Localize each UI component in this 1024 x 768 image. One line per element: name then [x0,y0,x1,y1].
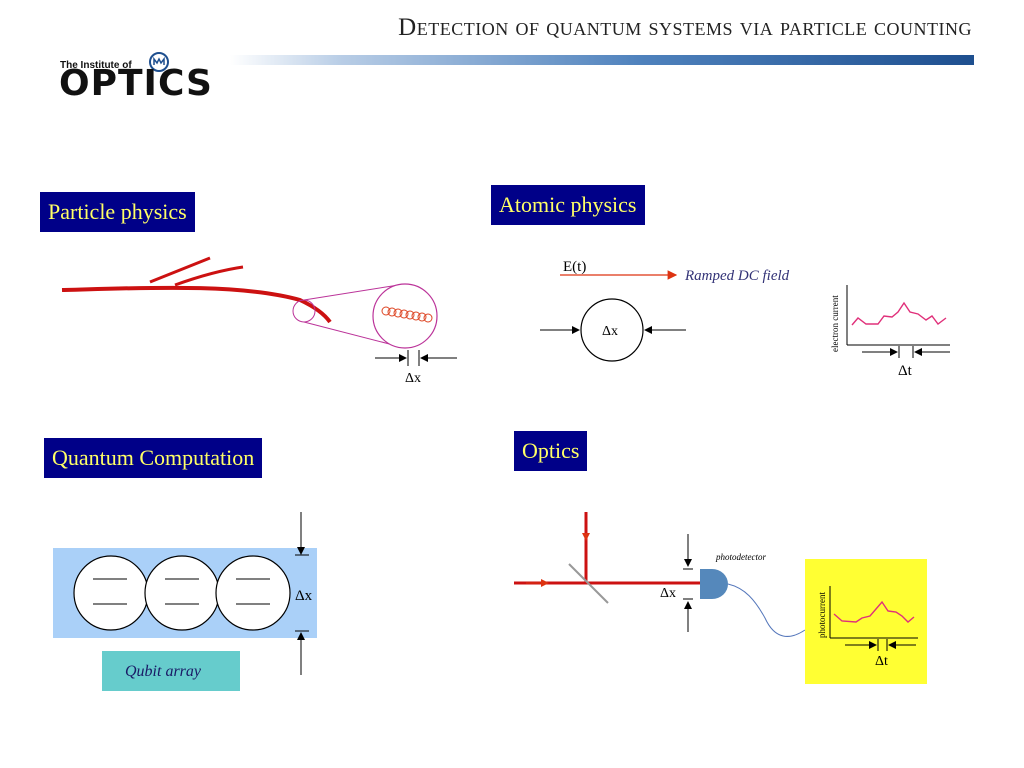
optics-delta-label: Δx [660,586,676,601]
qubit-3 [215,555,291,631]
institute-logo: The Institute of OPTICS [59,51,235,104]
field-label: E(t) [563,259,586,275]
qubit-1 [73,555,149,631]
atomic-plot-ylabel: electron current [830,295,840,352]
page-title: Detection of quantum systems via particl… [398,14,972,41]
magnifier-circle [372,283,438,349]
quantum-computation-diagram: Δx Qubit array [53,512,317,691]
magnifier-line-top [303,283,406,301]
optics-plot-delta: Δt [875,654,888,669]
title-bar [230,55,974,65]
qubit-2 [144,555,220,631]
atomic-plot-trace [851,301,947,326]
detector-cable [727,583,806,637]
atom-circle [580,298,644,362]
field-caption: Ramped DC field [684,268,790,284]
particle-track-branch-1 [149,256,211,284]
particle-physics-diagram: Δx [61,256,457,386]
particle-physics-label: Particle physics [40,192,195,232]
optics-plot-trace [833,600,915,623]
photodetector-label: photodetector [715,552,766,562]
optics-diagram: photodetector Δx photocurrent Δt [514,512,927,684]
atomic-physics-diagram: E(t) Ramped DC field Δx electron current… [540,259,950,379]
optics-plot-ylabel: photocurrent [817,592,827,638]
particle-track-branch-2 [174,265,244,287]
atomic-physics-label: Atomic physics [491,185,645,225]
qubit-array-caption-box [102,651,240,691]
particle-delta-label: Δx [405,371,421,386]
qubit-array-caption: Qubit array [125,663,202,680]
particle-track-main [61,285,332,324]
quantum-computation-label: Quantum Computation [44,438,263,478]
logo-line2: OPTICS [59,63,213,104]
quantum-delta-label: Δx [295,588,313,604]
atomic-delta-label: Δx [602,324,618,339]
logo-emblem-icon [149,52,169,72]
optics-label: Optics [514,431,588,471]
photodetector [700,569,728,599]
logo-line1: The Institute of [60,60,132,71]
atomic-plot-delta: Δt [898,363,913,379]
particle-spiral [381,306,433,323]
beam-splitter [568,563,609,604]
